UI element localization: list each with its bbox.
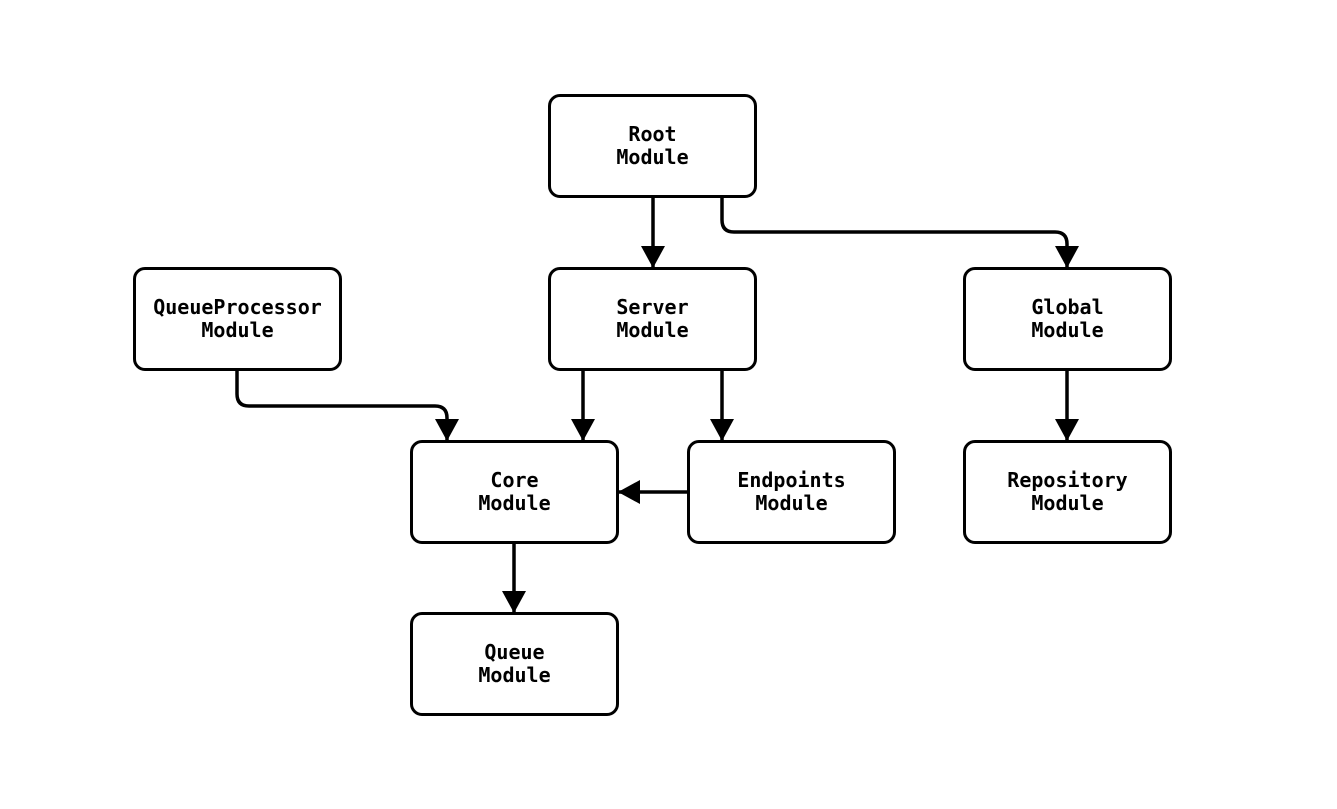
node-endpoints-module-label: Endpoints Module	[737, 468, 846, 515]
node-core-module-label: Core Module	[478, 468, 551, 515]
node-queue-module: Queue Module	[410, 612, 619, 716]
node-core-module: Core Module	[410, 440, 619, 544]
node-repository-module: Repository Module	[963, 440, 1172, 544]
node-repository-module-label: Repository Module	[1007, 468, 1128, 515]
node-global-module: Global Module	[963, 267, 1172, 371]
node-queueprocessor-module: QueueProcessor Module	[133, 267, 342, 371]
edge-queueprocessor-to-core	[235, 371, 459, 441]
node-root-module: Root Module	[548, 94, 757, 198]
node-queue-module-label: Queue Module	[478, 640, 551, 687]
node-server-module-label: Server Module	[616, 295, 689, 342]
node-root-module-label: Root Module	[616, 122, 689, 169]
node-queueprocessor-module-label: QueueProcessor Module	[153, 295, 322, 342]
node-server-module: Server Module	[548, 267, 757, 371]
node-global-module-label: Global Module	[1031, 295, 1104, 342]
node-endpoints-module: Endpoints Module	[687, 440, 896, 544]
edge-root-to-global	[720, 197, 1079, 268]
